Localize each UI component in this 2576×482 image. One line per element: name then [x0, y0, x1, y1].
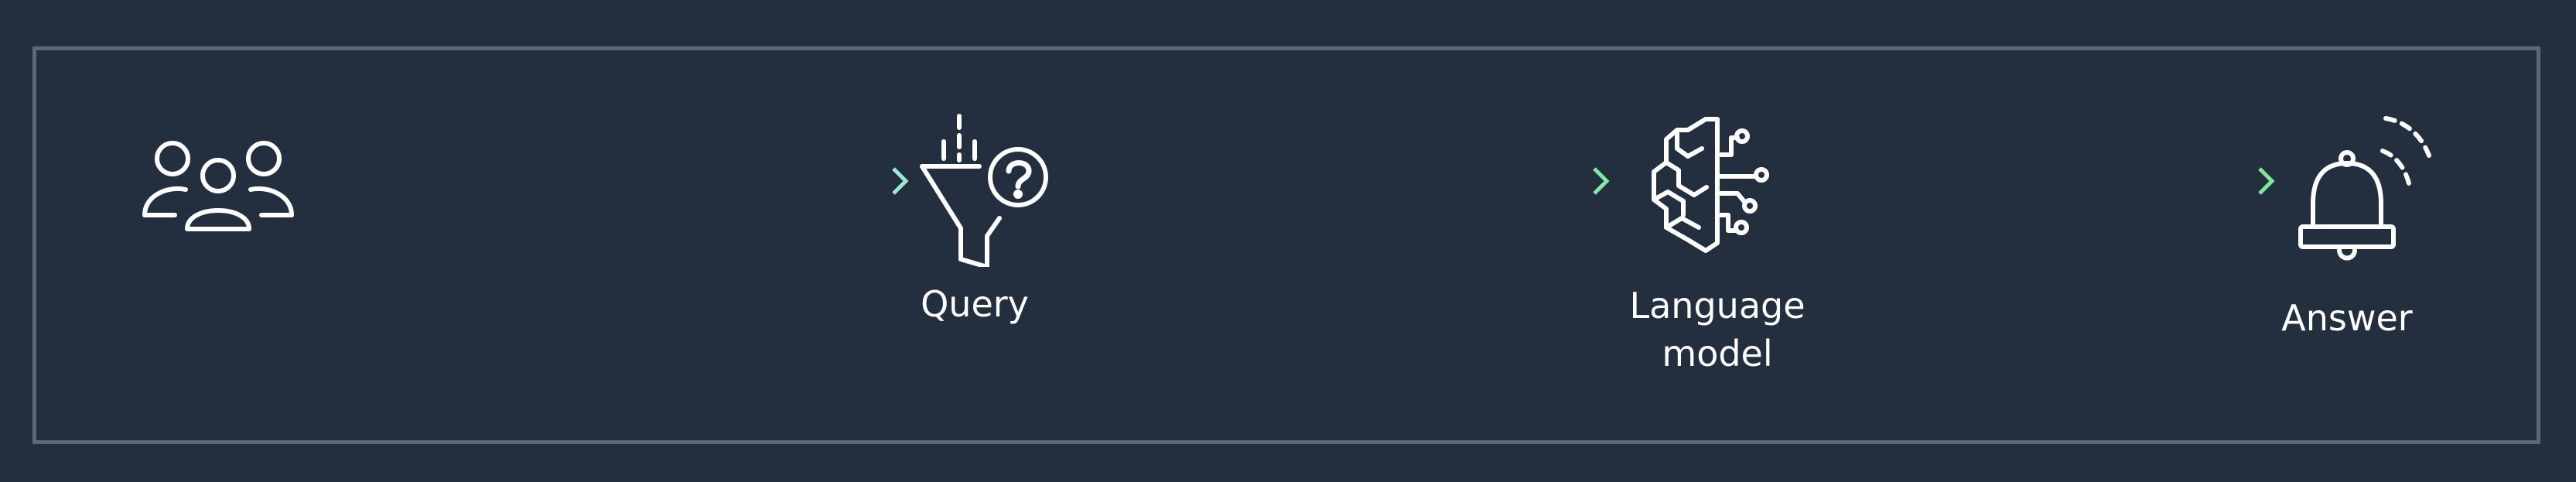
arrowhead-icon [2258, 167, 2275, 195]
query-label: Query [921, 283, 1029, 325]
language-model-label: Language model [1629, 282, 1805, 378]
users-group-icon [142, 141, 294, 231]
brain-circuit-icon [1652, 117, 1769, 253]
answer-label: Answer [2281, 297, 2413, 339]
diagram-frame [32, 46, 2540, 444]
connector-language-model-to-answer [1812, 167, 2275, 195]
connector-query-to-language-model [1064, 167, 1610, 195]
arrowhead-icon [1593, 167, 1610, 195]
bell-notification-icon [2298, 116, 2431, 261]
connector-users-to-query [308, 167, 909, 195]
funnel-question-icon [920, 114, 1048, 267]
language-model-label-line-2: model [1662, 333, 1773, 374]
arrowhead-icon [892, 167, 909, 195]
language-model-label-line-1: Language [1629, 285, 1806, 326]
